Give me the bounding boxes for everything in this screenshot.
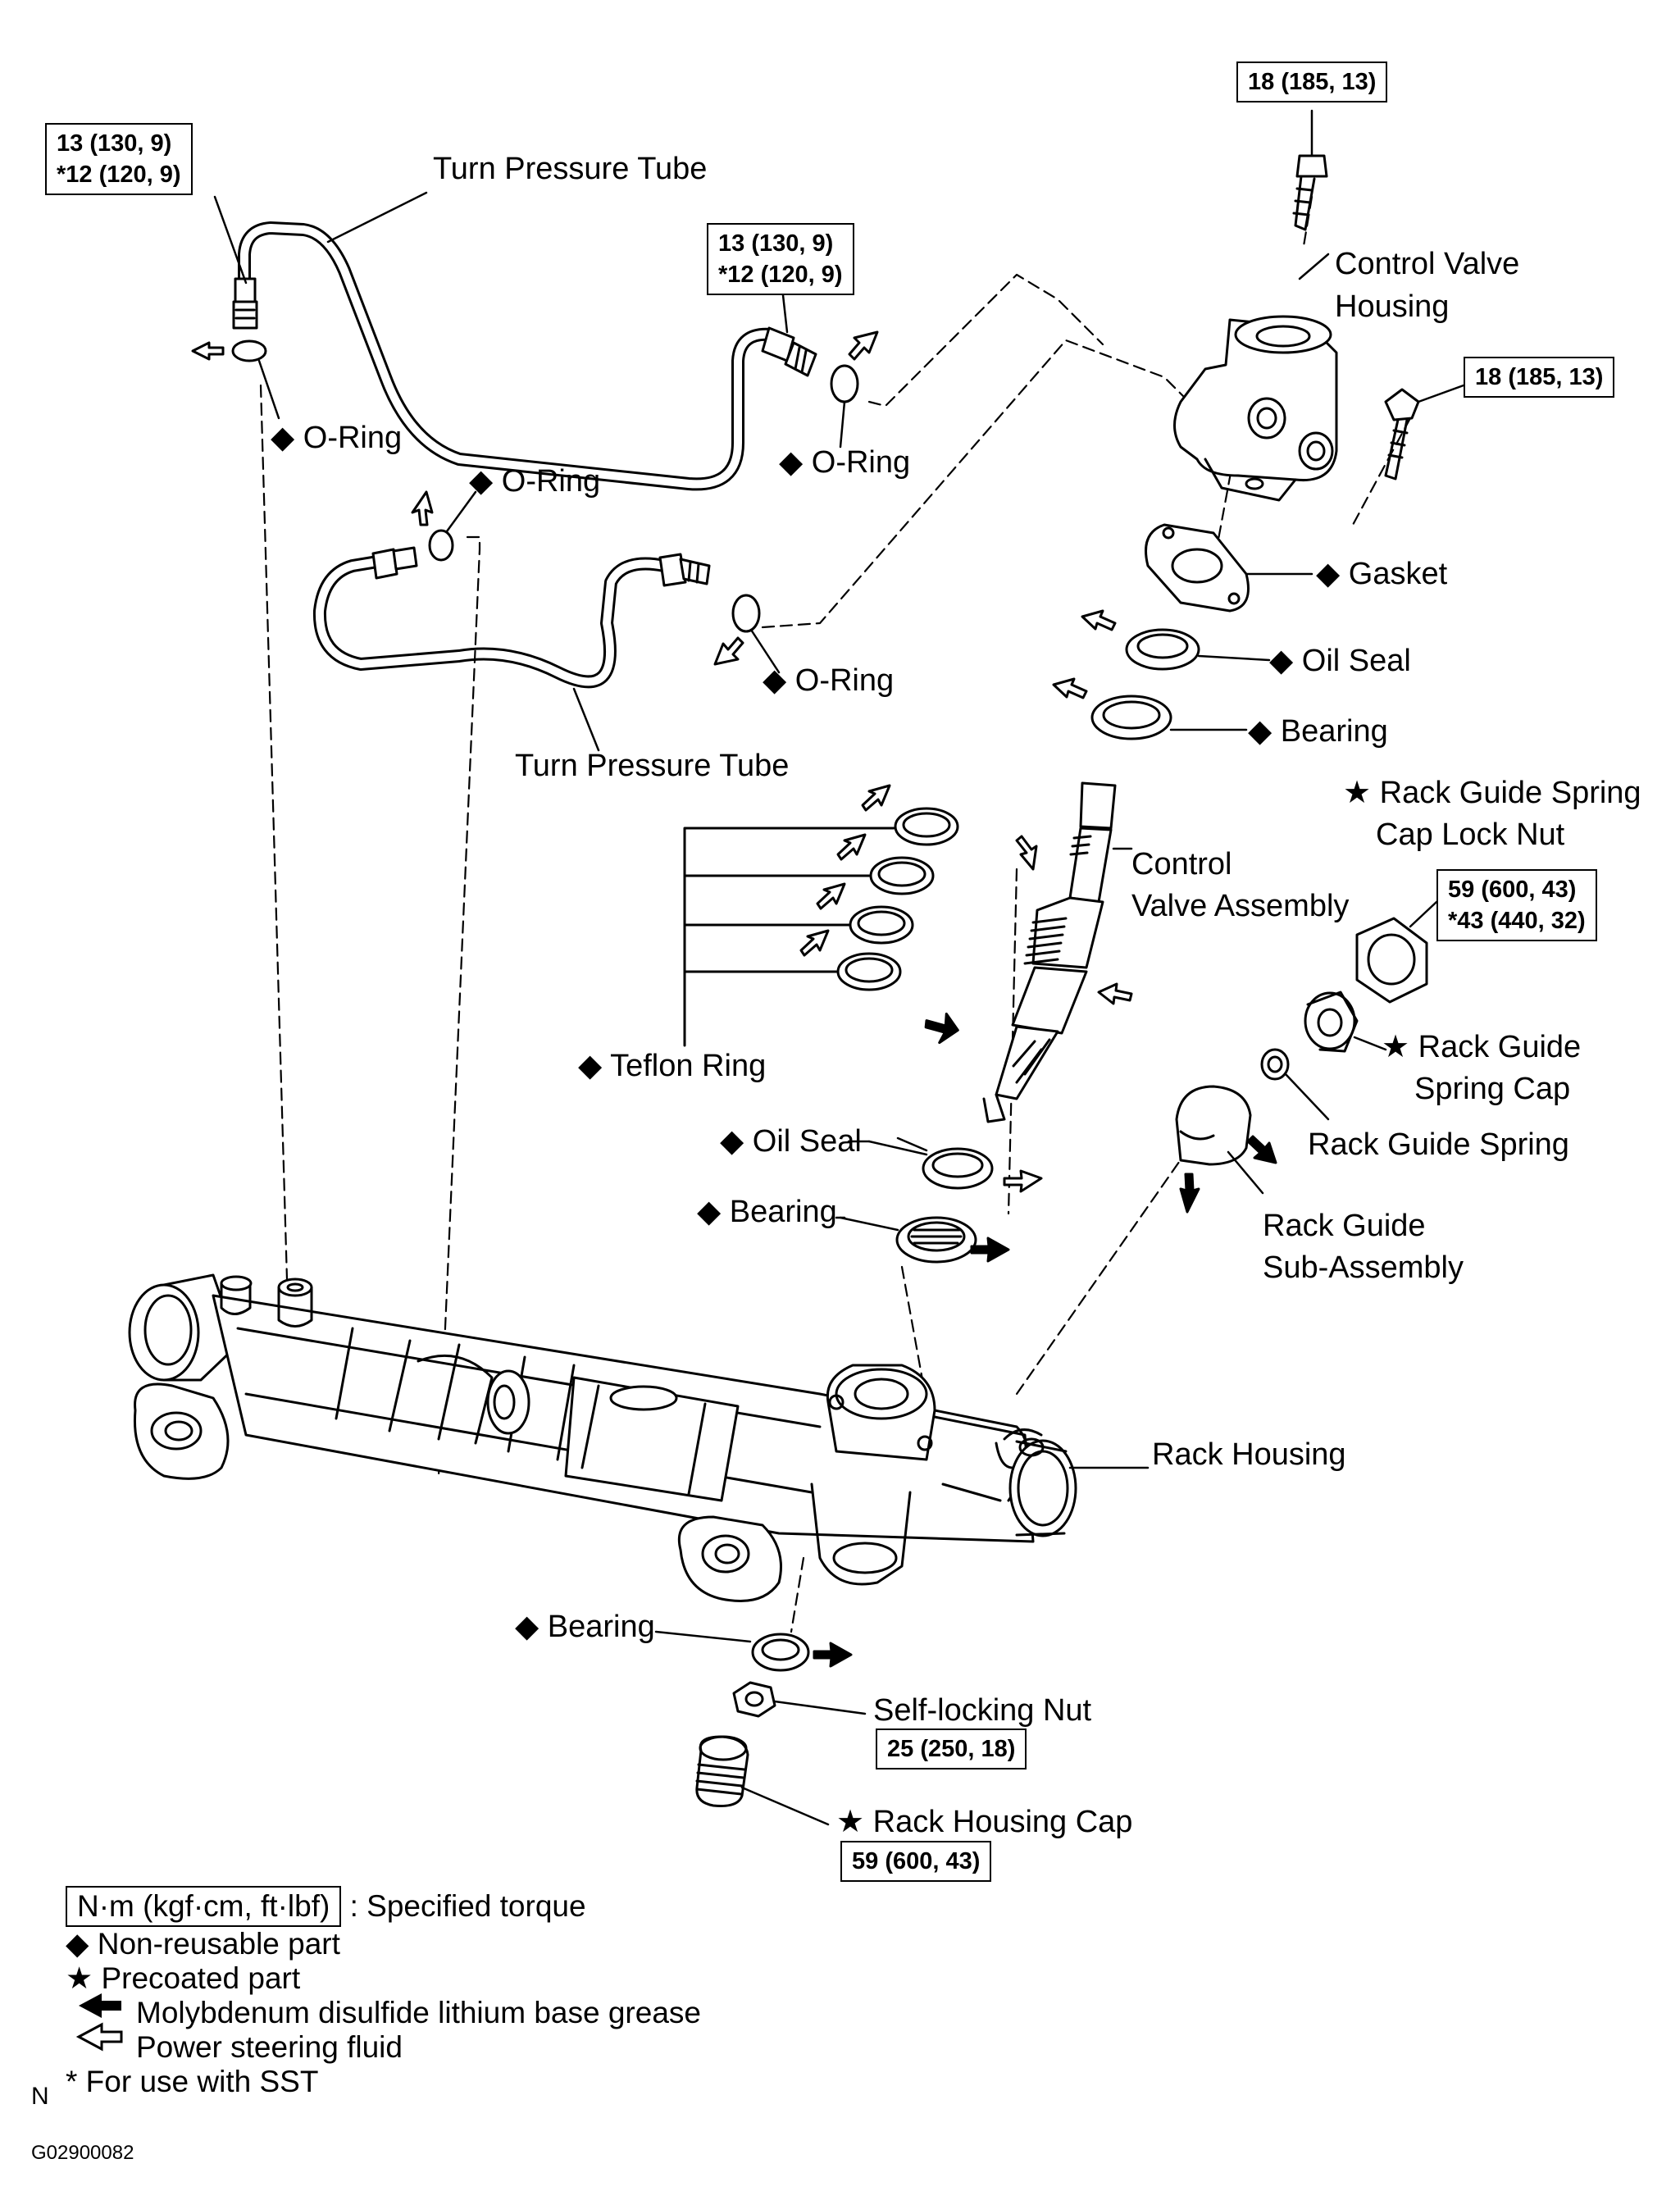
label-bearing-mid: ◆ Bearing	[697, 1195, 837, 1229]
legend-moly-grease: Molybdenum disulfide lithium base grease	[136, 1996, 701, 2029]
o-ring-3-part	[428, 490, 477, 562]
legend-sst: * For use with SST	[66, 2065, 319, 2098]
label-gasket: ◆ Gasket	[1316, 557, 1448, 591]
label-lock-nut-2: Cap Lock Nut	[1376, 818, 1565, 852]
label-o-ring-2: ◆ O-Ring	[779, 445, 911, 480]
label-teflon-ring: ◆ Teflon Ring	[578, 1049, 767, 1083]
turn-pressure-tube-upper	[232, 221, 817, 491]
fluid-arrow-4	[713, 636, 744, 666]
bearing-mid-part	[839, 1216, 1010, 1264]
gasket-part	[1145, 523, 1313, 613]
teflon-rings-part	[683, 807, 959, 1047]
rack-guide-sub-assembly-part	[1175, 1085, 1277, 1214]
oil-seal-upper-part	[1081, 609, 1271, 671]
fluid-arrow-2	[848, 330, 879, 361]
label-o-ring-1: ◆ O-Ring	[271, 421, 403, 455]
label-rack-guide-spring: Rack Guide Spring	[1308, 1127, 1569, 1162]
o-ring-1-part	[231, 339, 280, 420]
label-self-locking-nut: Self-locking Nut	[873, 1693, 1092, 1728]
torque-box-tube-top-mid: 13 (130, 9) *12 (120, 9)	[707, 223, 854, 295]
label-lock-nut-1: ★ Rack Guide Spring	[1343, 776, 1641, 810]
torque-box-lock-nut: 59 (600, 43) *43 (440, 32)	[1436, 869, 1597, 941]
bolt-right-part	[1384, 384, 1465, 481]
fluid-arrows-rings	[799, 784, 1133, 1005]
label-rack-guide-spring-cap-1: ★ Rack Guide	[1382, 1030, 1582, 1064]
fluid-arrow-3	[411, 490, 434, 526]
label-rack-guide-spring-cap-2: Spring Cap	[1414, 1072, 1571, 1106]
label-o-ring-4: ◆ O-Ring	[763, 663, 895, 698]
label-o-ring-3: ◆ O-Ring	[469, 464, 601, 499]
footer-code: G02900082	[31, 2142, 134, 2164]
legend-precoated: ★ Precoated part	[66, 1961, 301, 1995]
legend-grease-icon	[79, 1993, 121, 2018]
legend: N·m (kgf·cm, ft·lbf) : Specified torque …	[66, 1886, 701, 2099]
label-rack-guide-sub-assembly-2: Sub-Assembly	[1263, 1250, 1464, 1285]
bearing-upper-part	[1052, 677, 1248, 740]
bearing-lower-part	[654, 1630, 853, 1672]
control-valve-assembly-part	[982, 781, 1133, 1123]
label-bearing-lower: ◆ Bearing	[515, 1610, 655, 1644]
lock-nut-part	[1355, 900, 1438, 1004]
label-rack-guide-sub-assembly-1: Rack Guide	[1263, 1209, 1426, 1243]
torque-box-housing-cap: 59 (600, 43)	[840, 1841, 992, 1882]
torque-box-bolt-top: 18 (185, 13)	[1236, 61, 1388, 102]
label-rack-housing: Rack Housing	[1152, 1437, 1346, 1472]
bolt-top-part	[1292, 109, 1328, 231]
rack-housing-part	[128, 1273, 1150, 1602]
torque-box-self-locking-nut: 25 (250, 18)	[876, 1728, 1027, 1769]
grease-arrow-shaft	[924, 1012, 959, 1045]
label-control-valve-housing-2: Housing	[1335, 289, 1450, 324]
legend-non-reusable: ◆ Non-reusable part	[66, 1927, 340, 1961]
self-locking-nut-part	[732, 1681, 867, 1718]
legend-ps-fluid: Power steering fluid	[136, 2030, 403, 2064]
rack-guide-spring-part	[1260, 1048, 1330, 1121]
torque-box-bolt-right: 18 (185, 13)	[1464, 357, 1615, 398]
label-oil-seal-lower: ◆ Oil Seal	[720, 1124, 862, 1159]
label-oil-seal-upper: ◆ Oil Seal	[1269, 644, 1411, 678]
oil-seal-lower-part	[867, 1140, 1043, 1193]
rack-housing-cap-part	[695, 1735, 830, 1826]
torque-box-tube-top-left: 13 (130, 9) *12 (120, 9)	[45, 123, 193, 195]
label-control-valve-assembly-1: Control	[1131, 847, 1232, 881]
legend-fluid-icon	[75, 2022, 123, 2052]
rack-guide-spring-cap-part	[1304, 991, 1387, 1053]
label-control-valve-housing-1: Control Valve	[1335, 247, 1520, 281]
footer-letter: N	[31, 2083, 49, 2110]
label-rack-housing-cap: ★ Rack Housing Cap	[836, 1805, 1133, 1839]
label-bearing-upper: ◆ Bearing	[1248, 714, 1388, 749]
o-ring-4-part	[731, 594, 781, 674]
label-turn-pressure-tube-lower: Turn Pressure Tube	[515, 749, 790, 783]
o-ring-2-part	[830, 364, 859, 449]
legend-torque-key: N·m (kgf·cm, ft·lbf)	[66, 1886, 342, 1927]
control-valve-housing-part	[1173, 253, 1338, 502]
label-control-valve-assembly-2: Valve Assembly	[1131, 889, 1350, 923]
label-turn-pressure-tube-upper: Turn Pressure Tube	[433, 152, 708, 186]
turn-pressure-tube-lower	[312, 546, 711, 689]
fluid-arrow-1	[191, 341, 225, 361]
legend-torque-desc: : Specified torque	[349, 1889, 586, 1923]
